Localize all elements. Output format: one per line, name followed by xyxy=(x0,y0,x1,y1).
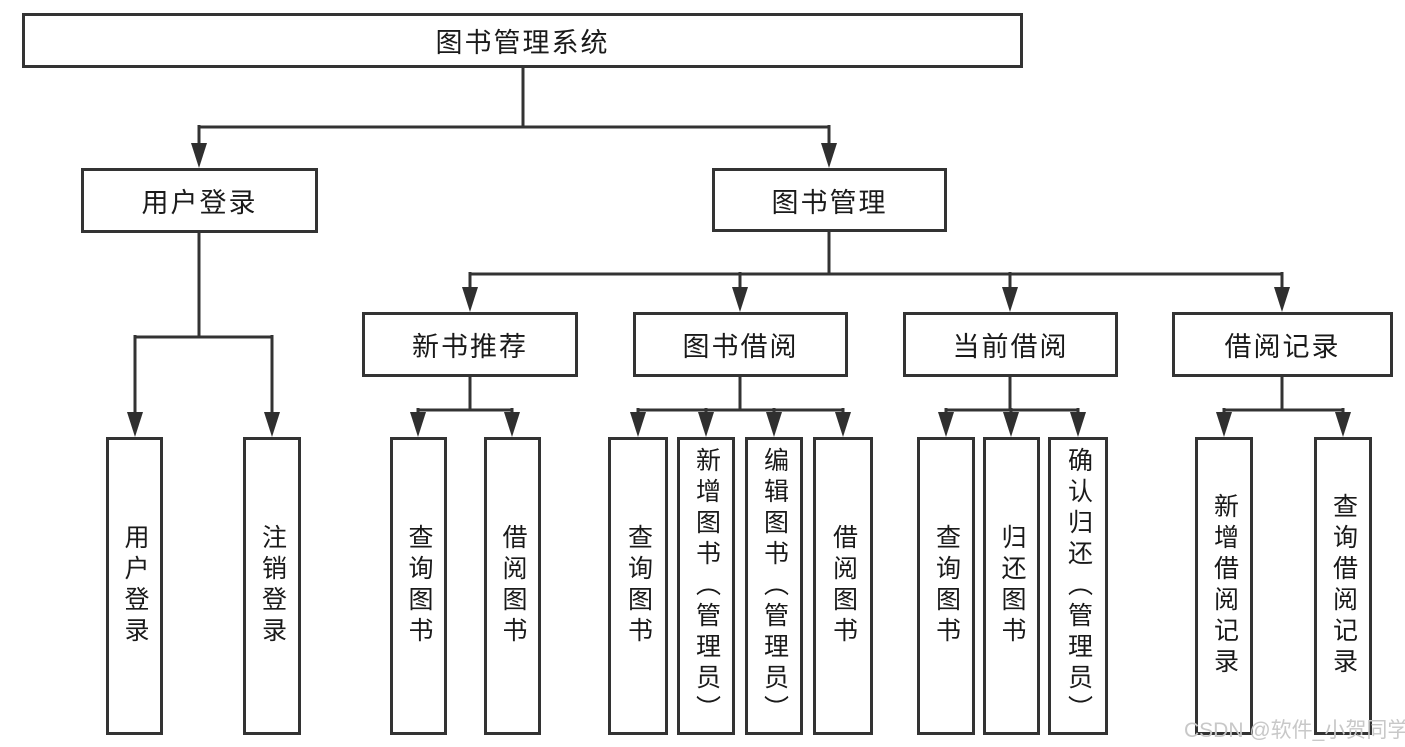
node-label: 新增借阅记录 xyxy=(1210,493,1239,679)
leaf-borrow-books: 借阅图书 xyxy=(813,437,873,735)
node-label: 借阅记录 xyxy=(1224,332,1341,362)
watermark: CSDN @软件_小贺同学 xyxy=(1184,719,1405,742)
node-label: 图书借阅 xyxy=(682,332,799,362)
node-label: 查询图书 xyxy=(624,524,653,648)
leaf-query-books-borrowing: 查询图书 xyxy=(608,437,668,735)
leaf-confirm-return-admin: 确认归还（管理员） xyxy=(1048,437,1108,735)
node-root: 图书管理系统 xyxy=(22,13,1023,68)
node-book-management: 图书管理 xyxy=(712,168,947,232)
node-label: 确认归还（管理员） xyxy=(1064,446,1093,726)
leaf-user-login: 用户登录 xyxy=(106,437,163,735)
node-label: 查询借阅记录 xyxy=(1329,493,1358,679)
node-label: 查询图书 xyxy=(405,524,433,648)
node-user-login-group: 用户登录 xyxy=(81,168,318,233)
node-label: 新增图书（管理员） xyxy=(692,446,721,726)
leaf-edit-book-admin: 编辑图书（管理员） xyxy=(745,437,803,735)
node-label: 用户登录 xyxy=(121,524,149,648)
leaf-borrow-books-recommend: 借阅图书 xyxy=(484,437,541,735)
node-label: 注销登录 xyxy=(258,524,287,648)
node-label: 图书管理 xyxy=(771,187,888,218)
leaf-query-books-recommend: 查询图书 xyxy=(390,437,447,735)
node-new-book-recommend: 新书推荐 xyxy=(362,312,578,377)
leaf-return-book: 归还图书 xyxy=(983,437,1040,735)
arrowhead-icons xyxy=(127,143,1351,437)
leaf-add-borrow-record: 新增借阅记录 xyxy=(1195,437,1253,735)
node-label: 查询图书 xyxy=(932,524,961,648)
node-book-borrowing: 图书借阅 xyxy=(633,312,848,377)
leaf-add-book-admin: 新增图书（管理员） xyxy=(677,437,735,735)
node-borrowing-records: 借阅记录 xyxy=(1172,312,1393,377)
node-label: 借阅图书 xyxy=(829,524,858,648)
leaf-logout: 注销登录 xyxy=(243,437,301,735)
node-label: 图书管理系统 xyxy=(435,28,610,58)
node-label: 用户登录 xyxy=(141,188,258,218)
node-label: 当前借阅 xyxy=(952,332,1069,362)
leaf-query-borrow-record: 查询借阅记录 xyxy=(1314,437,1372,735)
node-label: 归还图书 xyxy=(998,524,1026,648)
node-current-borrowing: 当前借阅 xyxy=(903,312,1118,377)
node-label: 编辑图书（管理员） xyxy=(760,446,789,726)
node-label: 借阅图书 xyxy=(499,524,527,648)
leaf-query-books-current: 查询图书 xyxy=(917,437,975,735)
node-label: 新书推荐 xyxy=(412,332,528,362)
